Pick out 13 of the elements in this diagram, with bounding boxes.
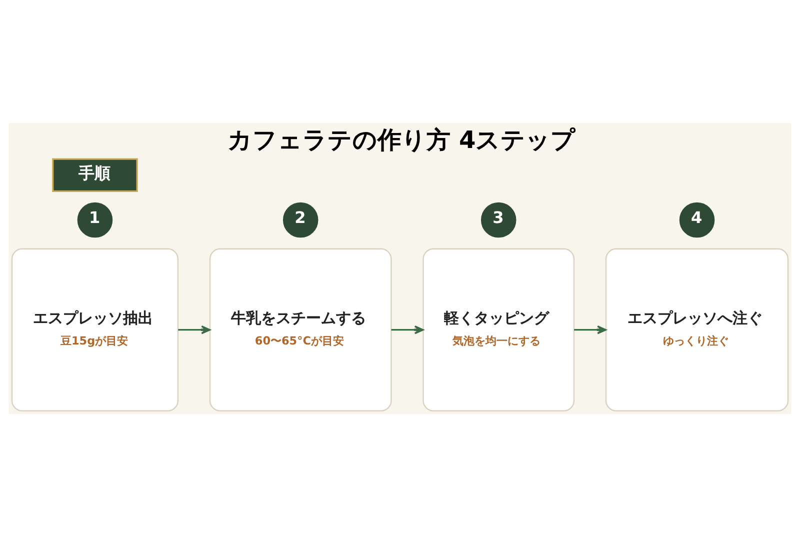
arrow	[391, 325, 424, 334]
node-box: 手順	[52, 158, 138, 192]
node-box: エスプレッソへ注ぐ ゆっくり注ぐ	[605, 248, 789, 412]
node-box: 軽くタッピング 気泡を均一にする	[422, 248, 575, 412]
node-circle: 3	[480, 202, 516, 238]
arrow	[178, 325, 211, 334]
diagram-title: カフェラテの作り方 4ステップ	[228, 126, 576, 154]
arrow	[574, 325, 606, 334]
node-circle: 4	[679, 202, 715, 238]
node-circle: 1	[77, 202, 113, 238]
node-box: 牛乳をスチームする 60〜65°Cが目安	[209, 248, 392, 412]
node-box: エスプレッソ抽出 豆15gが目安	[11, 248, 179, 412]
node-circle: 2	[282, 202, 318, 238]
